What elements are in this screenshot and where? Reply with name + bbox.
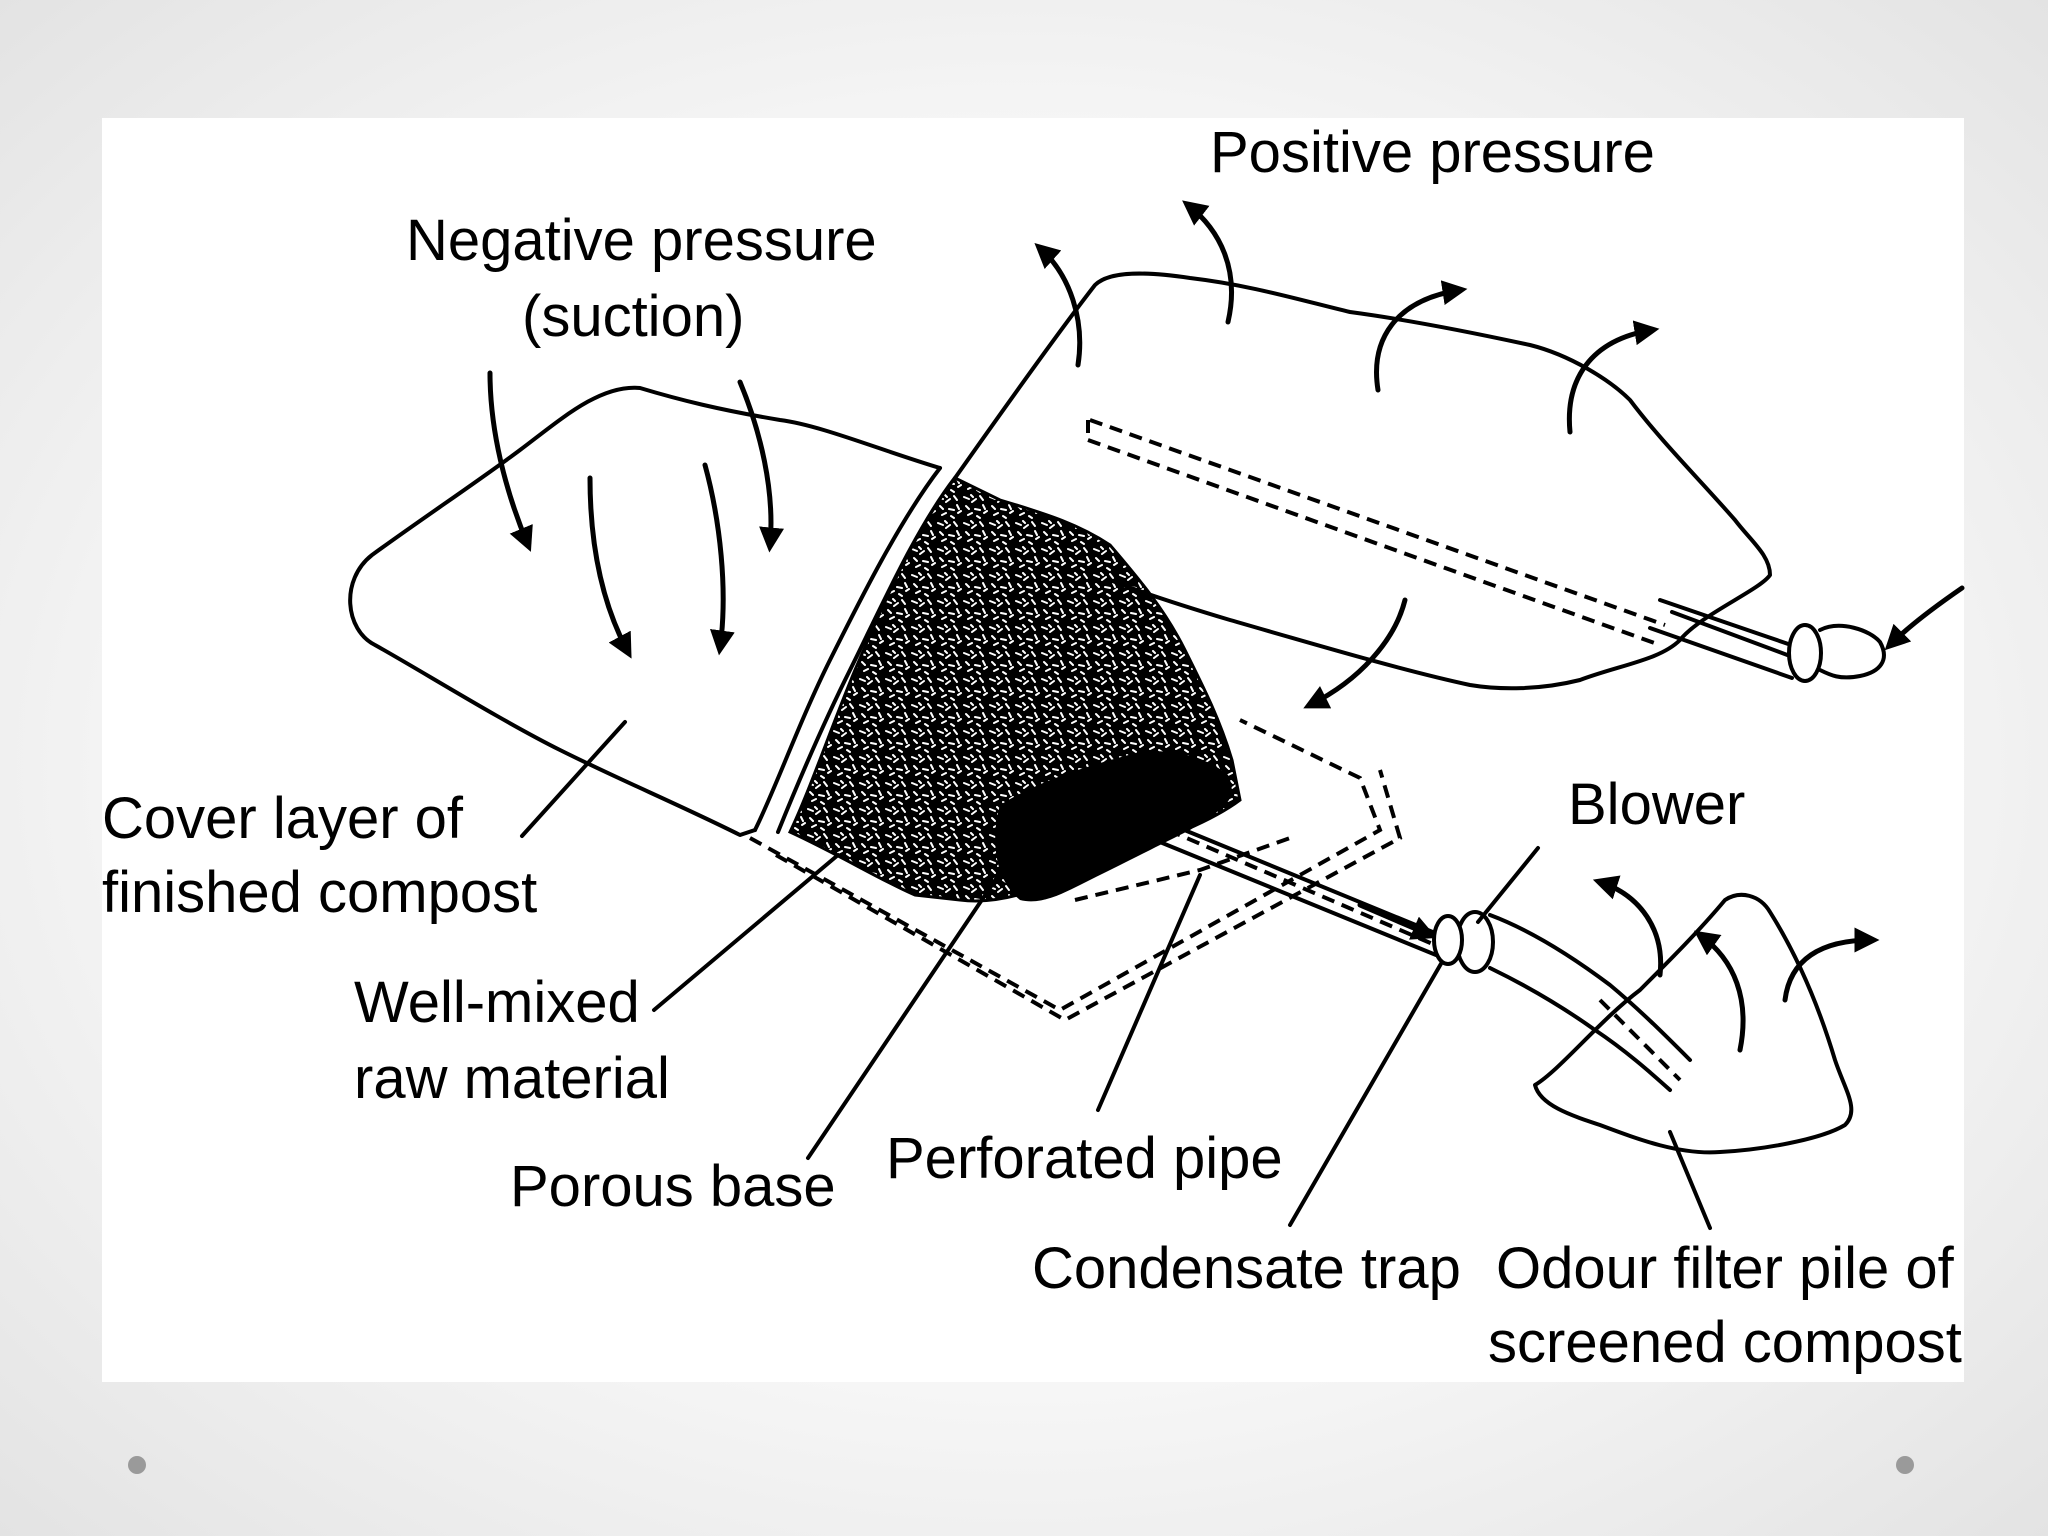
label-odour-filter-1: Odour filter pile of <box>1496 1236 1955 1301</box>
label-perforated-pipe: Perforated pipe <box>886 1126 1283 1191</box>
label-suction: (suction) <box>522 284 744 349</box>
label-odour-filter-2: screened compost <box>1488 1310 1962 1375</box>
label-blower: Blower <box>1568 772 1745 837</box>
label-porous-base: Porous base <box>510 1154 836 1219</box>
condensate-trap-coupler <box>1434 916 1462 964</box>
label-well-mixed-1: Well-mixed <box>354 970 640 1035</box>
label-negative-pressure: Negative pressure <box>406 208 877 273</box>
label-positive-pressure: Positive pressure <box>1210 120 1655 185</box>
label-cover-layer-1: Cover layer of <box>102 786 464 851</box>
label-condensate-trap: Condensate trap <box>1032 1236 1461 1301</box>
label-cover-layer-2: finished compost <box>102 860 537 925</box>
upper-blower <box>1789 625 1821 681</box>
label-well-mixed-2: raw material <box>354 1046 670 1111</box>
